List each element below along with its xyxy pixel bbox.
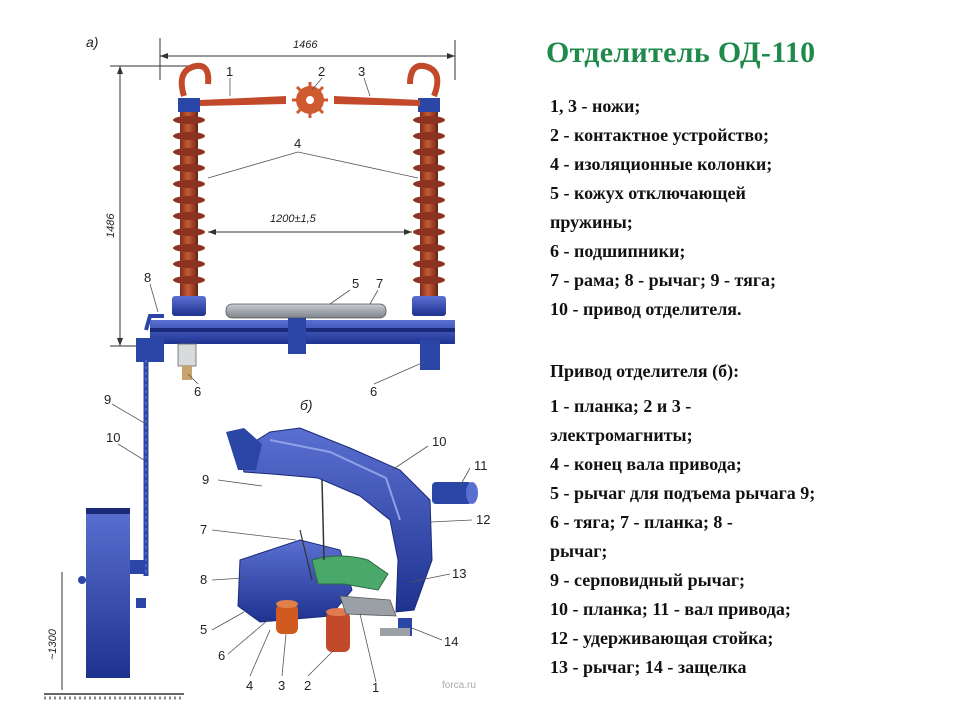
label-a-5: 5 (352, 276, 359, 291)
legend-item: 6 - тяга; 7 - планка; 8 - (550, 512, 733, 532)
labels-b: 10 11 12 13 14 9 7 8 5 6 4 3 2 1 (200, 434, 490, 695)
legend-item: 4 - изоляционные колонки; (550, 154, 773, 174)
legend-item: рычаг; (550, 541, 608, 561)
drive-mechanism (226, 427, 478, 652)
ground-line (44, 693, 184, 700)
legend-item: 10 - привод отделителя. (550, 299, 742, 319)
label-a-4: 4 (294, 136, 301, 151)
legend-item: 7 - рама; 8 - рычаг; 9 - тяга; (550, 270, 777, 290)
dimension-drive: ~1300 (47, 572, 63, 690)
legend-item: 9 - серповидный рычаг; (550, 570, 746, 590)
legend-item: 2 - контактное устройство; (550, 125, 769, 145)
legend-item: 4 - конец вала привода; (550, 454, 742, 474)
label-b-11: 11 (474, 458, 488, 473)
frame (136, 318, 455, 370)
dimension-width: 1466 (159, 38, 456, 80)
label-b-10: 10 (432, 434, 446, 449)
label-b-5: 5 (200, 622, 207, 637)
bearing-left (177, 343, 197, 380)
label-a-7: 7 (376, 276, 383, 291)
page-title: Отделитель ОД-110 (546, 36, 816, 69)
label-a-6-left: 6 (194, 384, 201, 399)
legend-item: 13 - рычаг; 14 - защелка (550, 657, 747, 677)
lever (144, 314, 164, 331)
legend-item: электромагниты; (550, 425, 693, 445)
label-b-13: 13 (452, 566, 466, 581)
dimension-span-value: 1200±1,5 (270, 213, 317, 225)
legend-item: 5 - кожух отключающей (550, 183, 746, 203)
drive-heading: Привод отделителя (б): (550, 361, 740, 381)
label-a-9: 9 (104, 392, 111, 407)
dimension-span: 1200±1,5 (208, 213, 412, 235)
label-b-4: 4 (246, 678, 253, 693)
label-a-2: 2 (318, 64, 325, 79)
label-b-2: 2 (304, 678, 311, 693)
legend-item: 5 - рычаг для подъема рычага 9; (550, 483, 816, 503)
label-b-9: 9 (202, 472, 209, 487)
label-b-6: 6 (218, 648, 225, 663)
label-a-10: 10 (106, 430, 120, 445)
label-a-3: 3 (358, 64, 365, 79)
label-b-3: 3 (278, 678, 285, 693)
insulator-column-left (172, 62, 212, 316)
label-b-1: 1 (372, 680, 379, 695)
labels-a: 1 2 3 4 5 7 8 6 6 9 10 (104, 64, 383, 445)
legend-item: 10 - планка; 11 - вал привода; (550, 599, 791, 619)
spring-housing (225, 303, 387, 319)
dimension-drive-value: ~1300 (47, 628, 59, 660)
section-b-label: б) (300, 397, 313, 413)
legend-item: 1 - планка; 2 и 3 - (550, 396, 692, 416)
dimension-height: 1486 (105, 65, 190, 347)
legend-item: 1, 3 - ножи; (550, 96, 641, 116)
drive-cabinet (78, 508, 146, 678)
label-b-14: 14 (444, 634, 458, 649)
dimension-height-value: 1486 (105, 213, 117, 238)
legend-main: 1, 3 - ножи; 2 - контактное устройство; … (550, 92, 776, 324)
label-b-7: 7 (200, 522, 207, 537)
section-a-label: а) (86, 34, 98, 50)
label-b-12: 12 (476, 512, 490, 527)
legend-item: пружины; (550, 212, 633, 232)
insulator-column-right (407, 62, 446, 316)
legend-drive: 1 - планка; 2 и 3 - электромагниты; 4 - … (550, 392, 815, 682)
legend-item: 6 - подшипники; (550, 241, 686, 261)
leaders-a (111, 77, 425, 461)
label-b-8: 8 (200, 572, 207, 587)
label-a-1: 1 (226, 64, 233, 79)
label-a-8: 8 (144, 270, 151, 285)
leaders-b (211, 445, 473, 683)
watermark: forca.ru (442, 680, 476, 691)
dimension-width-value: 1466 (293, 39, 318, 51)
label-a-6-right: 6 (370, 384, 377, 399)
knives-and-contact (200, 82, 420, 118)
legend-item: 12 - удерживающая стойка; (550, 628, 774, 648)
